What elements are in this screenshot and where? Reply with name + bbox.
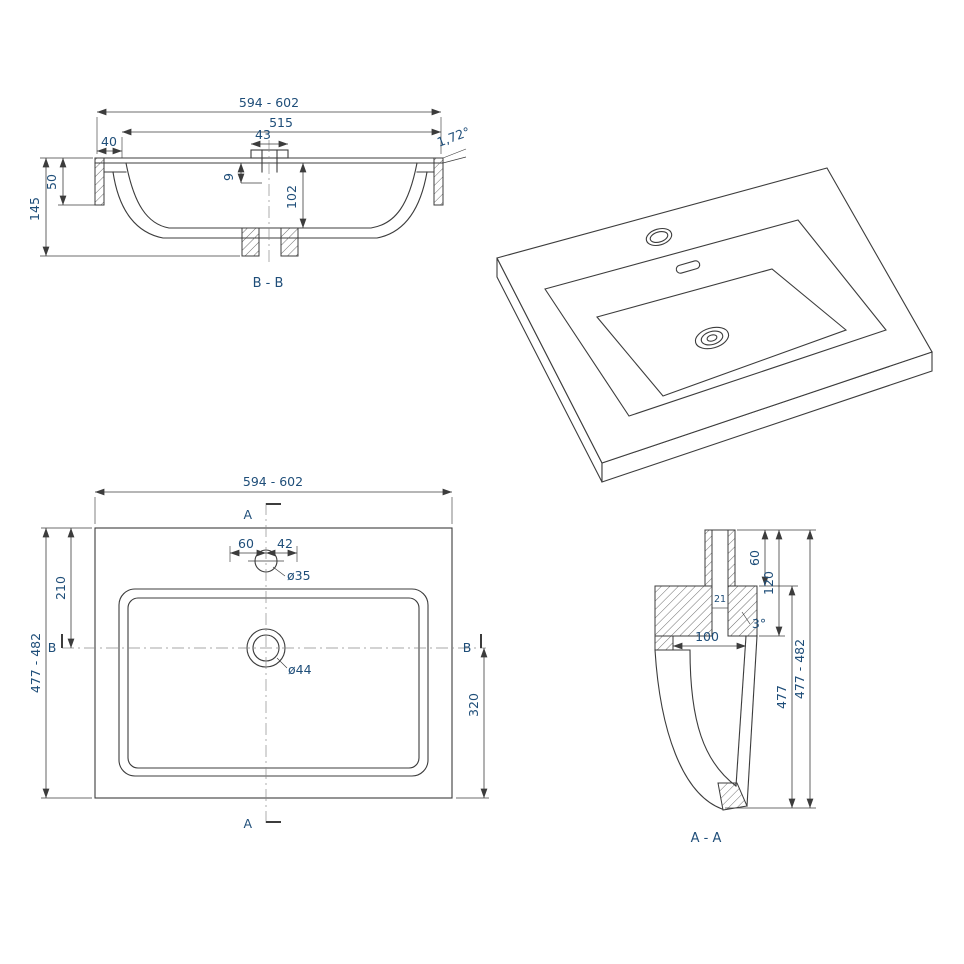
dim-text-overall-height: 145	[27, 197, 42, 221]
dim-text-faucet-offset-right: 42	[277, 536, 293, 551]
section-label-a-a: A - A	[691, 831, 722, 846]
view-section-a-a: 21 3° 100 60 120 477 477 - 482 A	[654, 529, 816, 846]
dim-text-overall-width-plan: 594 - 602	[243, 474, 303, 489]
dimension-hole-edge: 21	[711, 594, 729, 612]
dim-text-drain-from-front: 320	[466, 693, 481, 717]
dimension-edge-offset: 40	[96, 134, 123, 155]
dim-text-hole-edge: 21	[714, 594, 726, 605]
dim-text-faucet-offset-left: 60	[238, 536, 254, 551]
label-drain-diameter: ø44	[276, 657, 312, 677]
view-section-b-b: 594 - 602 515 40 43 1,72° 9 102	[27, 95, 472, 291]
dim-text-bowl-height: 477	[774, 685, 789, 709]
dimension-overall-height: 145	[27, 157, 240, 257]
dimension-rear-drop: 120	[759, 529, 785, 637]
iso-drain	[694, 326, 730, 350]
section-marker-a-top: A	[243, 507, 252, 522]
section-marker-b-right: B	[463, 640, 472, 655]
iso-overflow-slot	[675, 260, 701, 274]
section-label-b-b: B - B	[253, 276, 284, 291]
dimension-overflow-offset: 9	[221, 162, 262, 184]
dim-text-rear-ledge-height: 60	[747, 550, 762, 566]
dim-text-wall-angle: 3°	[752, 616, 766, 631]
section-markers-a: A A	[243, 507, 252, 831]
dimension-drain-from-rear: 210	[53, 527, 75, 649]
dim-text-basin-depth: 102	[284, 185, 299, 209]
label-faucet-hole-diameter: ø35	[272, 566, 311, 583]
dimension-faucet-hole-width: 43	[250, 127, 289, 148]
dim-text-faucet-hole-diameter: ø35	[287, 568, 311, 583]
section-marker-b-left: B	[48, 640, 57, 655]
dim-text-edge-offset: 40	[101, 134, 117, 149]
sink-cross-section-outline	[94, 140, 467, 264]
dim-text-rear-drop: 120	[761, 571, 776, 595]
dim-text-overall-width-bb: 594 - 602	[239, 95, 299, 110]
dimension-drain-from-front: 320	[456, 647, 489, 799]
dim-text-ledge-width: 100	[695, 629, 719, 644]
aa-cross-section-outline	[654, 529, 758, 811]
dim-text-overall-depth-plan: 477 - 482	[28, 633, 43, 693]
dimension-overall-depth-aa: 477 - 482	[792, 529, 814, 809]
dimension-wall-angle: 3°	[752, 616, 766, 631]
dimension-ledge-width: 100	[672, 629, 747, 650]
dimension-rear-ledge-height: 60	[737, 529, 816, 587]
dimension-faucet-offset-right: 42	[265, 536, 298, 562]
dim-text-basin-opening-width: 515	[269, 115, 293, 130]
dimension-basin-opening-width: 515	[121, 115, 442, 158]
dim-text-deck-slope-angle: 1,72°	[435, 124, 472, 150]
dim-text-overall-depth-aa: 477 - 482	[792, 639, 807, 699]
dimension-bowl-height: 477	[725, 585, 816, 809]
dimension-overall-width-plan: 594 - 602	[94, 474, 453, 524]
dimension-faucet-offset-left: 60	[229, 536, 267, 562]
dimension-front-height: 50	[40, 157, 95, 206]
dim-text-overflow-offset: 9	[221, 173, 236, 181]
dim-text-faucet-hole-width: 43	[255, 127, 271, 142]
dimension-overall-depth-plan: 477 - 482	[28, 527, 92, 799]
section-marker-a-bottom: A	[243, 816, 252, 831]
dimension-overall-width-bb: 594 - 602	[96, 95, 442, 154]
view-plan: 594 - 602 A A B B 60 42 ø35 ø44	[28, 474, 489, 831]
dimension-basin-depth: 102	[284, 162, 307, 229]
view-isometric	[496, 167, 933, 483]
dim-text-drain-from-rear: 210	[53, 576, 68, 600]
dim-text-drain-diameter: ø44	[288, 662, 312, 677]
iso-faucet-hole	[645, 227, 673, 247]
plan-outline	[61, 503, 486, 823]
section-markers-b: B B	[48, 640, 472, 655]
dimension-deck-slope-angle: 1,72°	[435, 124, 472, 150]
